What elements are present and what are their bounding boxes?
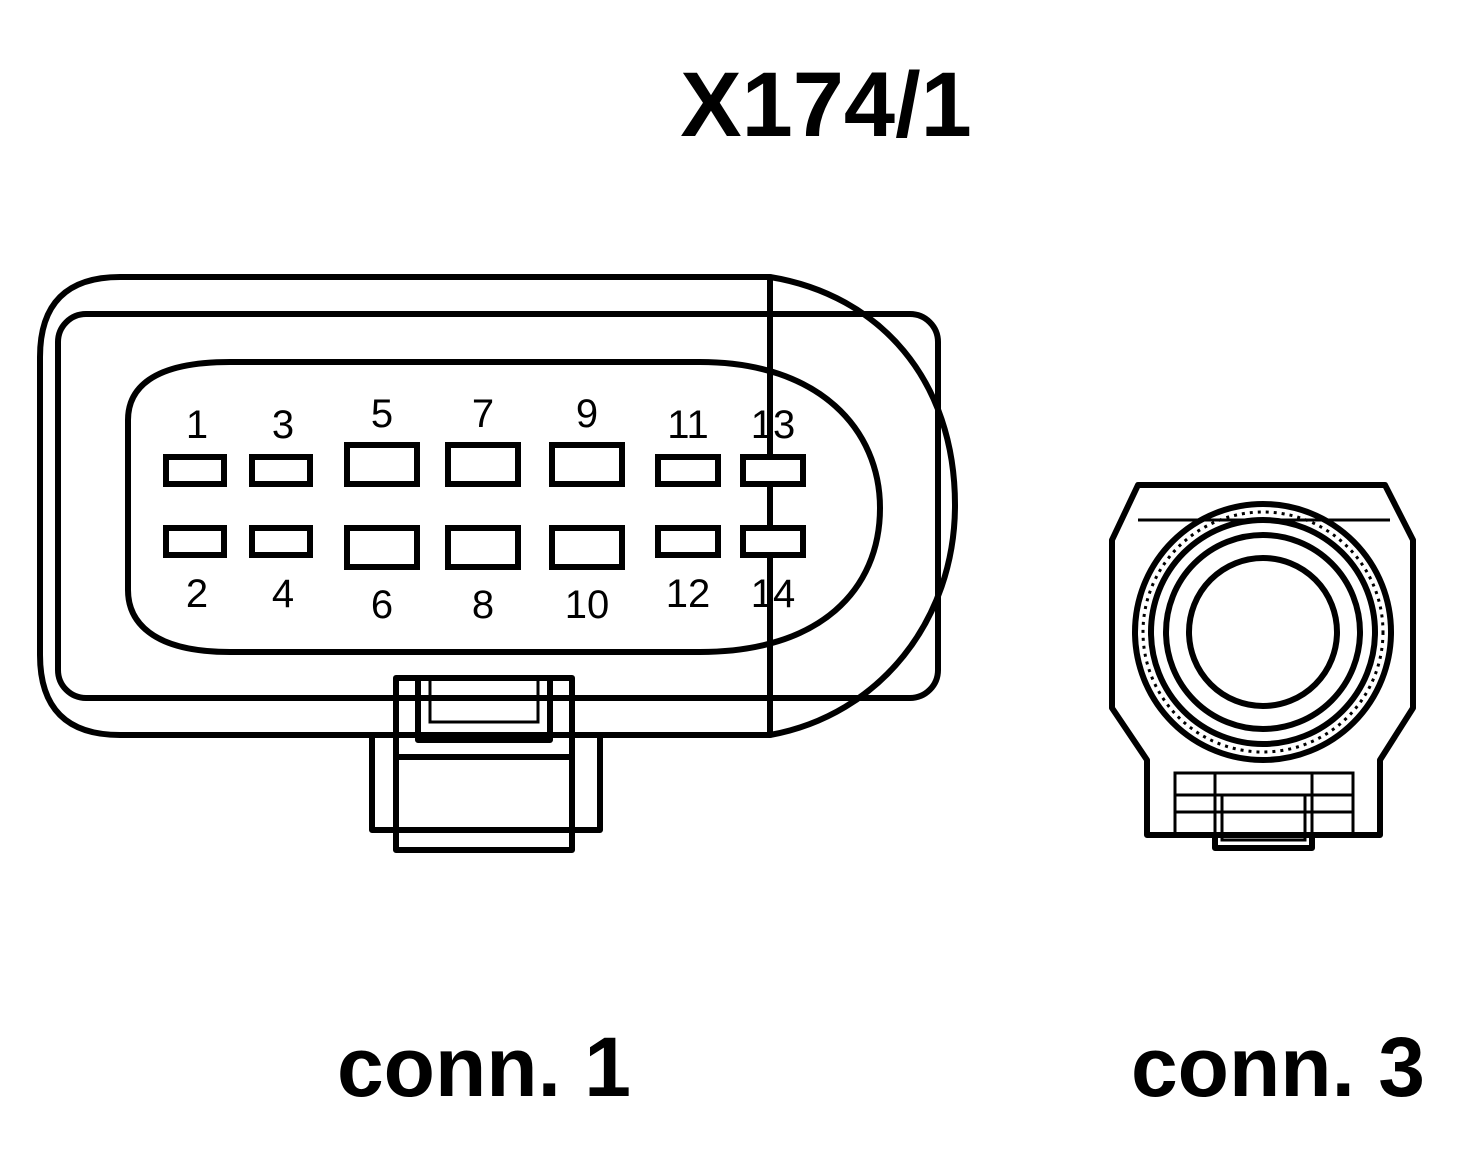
connector-1-rear-housing (769, 274, 958, 738)
connector-3 (1109, 482, 1416, 851)
connector-3-latch (1173, 771, 1355, 851)
pin-cavity (655, 525, 721, 558)
diagram-title: X174/1 (680, 54, 972, 156)
pin-cavity (549, 442, 625, 487)
pin-label: 4 (272, 572, 294, 616)
connector-1-caption: conn. 1 (337, 1020, 631, 1114)
connector-3-knurled-ring (1132, 501, 1394, 763)
pin-label: 10 (565, 583, 610, 627)
connector-3-inner-ring (1163, 532, 1363, 732)
pin-cavity (344, 442, 420, 487)
pin-cavity (655, 454, 721, 487)
connector-1-top-pins (163, 442, 806, 487)
pin-label: 2 (186, 572, 208, 616)
connector-1-bottom-pins (163, 525, 806, 570)
pin-label: 13 (751, 403, 796, 447)
pin-label: 5 (371, 392, 393, 436)
connector-1-latch (369, 675, 603, 853)
connector-1-top-pin-labels: 1 3 5 7 9 11 13 (186, 392, 795, 447)
pin-label: 3 (272, 403, 294, 447)
pin-cavity (344, 525, 420, 570)
connector-1-outer-shell (37, 274, 773, 738)
pin-label: 7 (472, 392, 494, 436)
pin-cavity (445, 442, 521, 487)
pin-cavity (445, 525, 521, 570)
pin-cavity (740, 454, 806, 487)
pin-label: 9 (576, 392, 598, 436)
pin-cavity (740, 525, 806, 558)
pin-label: 12 (666, 572, 711, 616)
connector-1-face (55, 311, 941, 701)
connector-1: 1 3 5 7 9 11 13 2 4 6 8 10 12 14 (37, 274, 958, 853)
pin-cavity (163, 525, 227, 558)
pin-label: 6 (371, 583, 393, 627)
connector-3-socket (1186, 555, 1340, 709)
pin-label: 14 (751, 572, 796, 616)
pin-cavity (549, 525, 625, 570)
connector-1-pin-cavity (125, 359, 883, 655)
pin-label: 1 (186, 403, 208, 447)
pin-label: 11 (667, 403, 709, 447)
connector-1-bottom-pin-labels: 2 4 6 8 10 12 14 (186, 572, 795, 627)
pin-cavity (163, 454, 227, 487)
pin-label: 8 (472, 583, 494, 627)
connector-3-body (1109, 482, 1416, 838)
connector-3-caption: conn. 3 (1131, 1020, 1425, 1114)
pin-cavity (249, 454, 313, 487)
pin-cavity (249, 525, 313, 558)
